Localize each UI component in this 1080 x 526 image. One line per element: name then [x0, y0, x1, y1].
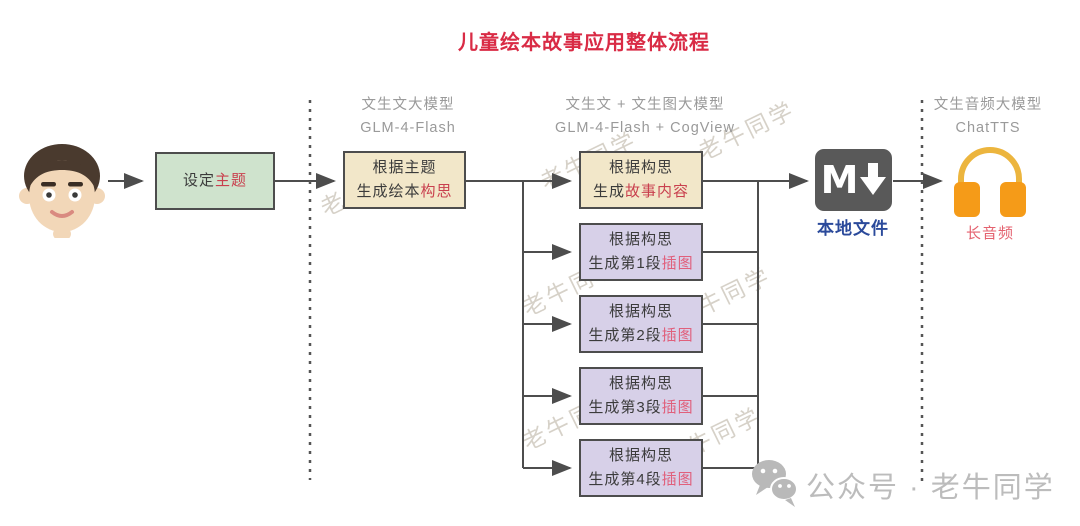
stage-label-text-image-llm: 文生文 + 文生图大模型 [565, 97, 725, 113]
wechat-icon [752, 460, 798, 507]
local-file-label: 本地文件 [817, 219, 889, 238]
download-arrow-icon [860, 163, 887, 195]
node-illustration-4: 根据构思 生成第4段插图 [579, 439, 703, 497]
node-illustration-2: 根据构思 生成第2段插图 [579, 295, 703, 353]
node-illustration-4-line2: 生成第4段插图 [588, 471, 694, 488]
stage-label-text-image-llm-model: GLM-4-Flash + CogView [555, 120, 735, 136]
stage-label-text-llm-model: GLM-4-Flash [360, 120, 456, 136]
node-story: 根据构思 生成故事内容 [579, 151, 703, 209]
stage-label-audio-llm-model: ChatTTS [955, 120, 1021, 136]
node-illustration-2-line2: 生成第2段插图 [588, 327, 694, 344]
node-illustration-4-line1: 根据构思 [608, 447, 673, 464]
markdown-letter: M [820, 158, 859, 202]
node-illustration-1-line2: 生成第1段插图 [588, 255, 694, 272]
node-set-theme-text: 设定主题 [182, 172, 248, 189]
node-illustration-3: 根据构思 生成第3段插图 [579, 367, 703, 425]
node-outline-line2: 生成绘本构思 [356, 183, 453, 200]
user-avatar-icon [19, 144, 105, 238]
page-title: 儿童绘本故事应用整体流程 [458, 32, 710, 54]
footer-account-text: 公众号 · 老牛同学 [806, 472, 1055, 504]
node-story-line2: 生成故事内容 [592, 183, 690, 200]
stage-label-text-llm: 文生文大模型 [361, 97, 455, 113]
node-illustration-1: 根据构思 生成第1段插图 [579, 223, 703, 281]
node-illustration-3-line1: 根据构思 [608, 375, 673, 392]
headphones-icon [954, 147, 1026, 217]
long-audio-label: 长音频 [965, 225, 1014, 242]
node-illustration-1-line1: 根据构思 [608, 231, 673, 248]
node-set-theme: 设定主题 [155, 152, 275, 210]
node-story-line1: 根据构思 [608, 159, 673, 176]
node-illustration-2-line1: 根据构思 [608, 303, 673, 320]
markdown-file-icon: M [815, 149, 892, 211]
node-illustration-3-line2: 生成第3段插图 [588, 399, 694, 416]
stage-label-audio-llm: 文生音频大模型 [933, 97, 1043, 113]
node-outline: 根据主题 生成绘本构思 [343, 151, 466, 209]
node-outline-line1: 根据主题 [372, 159, 437, 176]
